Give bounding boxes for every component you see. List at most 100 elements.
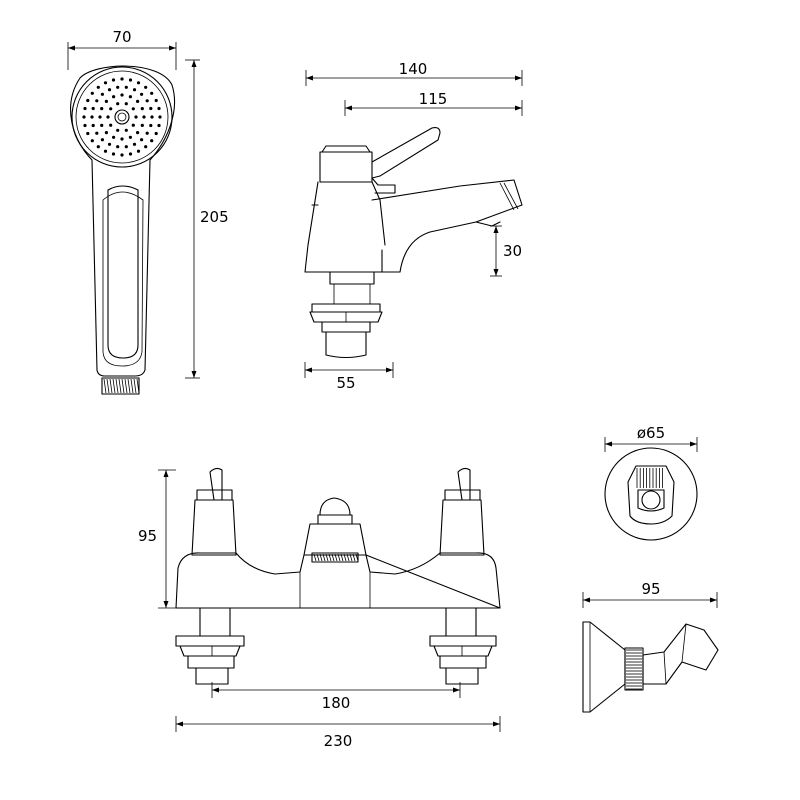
mesh-line <box>322 553 326 562</box>
nozzle-dot <box>145 131 149 135</box>
nozzle-dot <box>136 81 141 85</box>
nozzle-dot <box>144 145 148 149</box>
mesh-line <box>343 553 347 562</box>
dim-bracket-diameter: ø65 <box>637 424 665 442</box>
nozzle-dot <box>131 107 135 111</box>
dim-mixer-width: 230 <box>324 732 353 750</box>
nozzle-dot <box>116 85 120 89</box>
nozzle-dot <box>150 91 154 95</box>
nozzle-dot <box>132 88 137 92</box>
nozzle-dot <box>82 115 86 119</box>
wall-bracket-front: ø65 <box>604 424 698 541</box>
dim-tap-spout-height: 30 <box>503 242 522 260</box>
aerator-mesh <box>313 553 359 562</box>
nozzle-dot <box>86 98 90 103</box>
nozzle-dot <box>128 152 133 156</box>
thread-line <box>112 378 116 394</box>
nozzle-dot <box>111 152 116 156</box>
thread-line <box>118 378 122 394</box>
nozzle-dot <box>131 123 135 127</box>
mesh-line <box>328 553 332 562</box>
nozzle-dot <box>100 107 104 111</box>
nozzle-dot <box>136 149 141 153</box>
dim-mixer-centres: 180 <box>322 694 351 712</box>
thread-line <box>133 378 137 394</box>
nozzle-dot <box>111 78 116 82</box>
nozzle-dot <box>90 115 94 119</box>
thread-line <box>130 378 134 394</box>
nozzle-dot <box>158 115 162 119</box>
nozzle-dot <box>103 81 108 85</box>
nozzle-dot <box>150 115 154 119</box>
mesh-line <box>352 553 356 562</box>
bath-mixer: 95 180 230 <box>138 467 501 750</box>
dim-tap-base-width: 55 <box>336 374 355 392</box>
thread-line <box>127 378 131 394</box>
nozzle-dot <box>96 85 100 89</box>
nozzle-dot <box>120 93 124 97</box>
mesh-line <box>340 553 344 562</box>
nozzle-dot <box>91 123 95 128</box>
nozzle-dot <box>116 145 120 149</box>
nozzle-dot <box>83 123 87 128</box>
nozzle-dot <box>120 137 124 141</box>
nozzle-dot <box>95 99 99 103</box>
thread-line <box>121 378 125 394</box>
nozzle-dot <box>90 139 94 143</box>
nozzle-dot <box>104 131 108 135</box>
nozzle-dot <box>91 106 95 111</box>
nozzle-dot <box>149 106 153 111</box>
nozzle-dot <box>150 139 154 143</box>
mesh-line <box>337 553 341 562</box>
nozzle-dot <box>157 123 161 128</box>
nozzle-dot <box>140 107 144 111</box>
mesh-line <box>319 553 323 562</box>
thread-line <box>124 378 128 394</box>
spray-nozzles <box>82 77 162 157</box>
nozzle-dot <box>90 91 94 95</box>
nozzle-dot <box>132 142 137 146</box>
nozzle-dot <box>98 115 102 119</box>
nozzle-dot <box>95 131 99 135</box>
nozzle-dot <box>107 88 112 92</box>
mesh-line <box>346 553 350 562</box>
mesh-line <box>331 553 335 562</box>
nozzle-dot <box>140 138 144 142</box>
nozzle-dot <box>124 102 128 106</box>
nozzle-dot <box>109 123 113 127</box>
thread-line <box>103 378 107 394</box>
nozzle-dot <box>106 115 110 119</box>
nozzle-dot <box>100 138 104 142</box>
nozzle-dot <box>145 99 149 103</box>
nozzle-dot <box>134 115 138 119</box>
dim-mixer-height: 95 <box>138 527 157 545</box>
mesh-line <box>325 553 329 562</box>
nozzle-dot <box>100 92 104 96</box>
mesh-line <box>349 553 353 562</box>
nozzle-dot <box>107 142 112 146</box>
handset-thread <box>103 378 140 394</box>
shower-handset: 70 205 <box>67 28 229 395</box>
mesh-line <box>355 553 359 562</box>
nozzle-dot <box>112 95 116 99</box>
nozzle-dot <box>136 131 140 135</box>
single-tap: 140 115 30 55 <box>304 60 523 392</box>
wall-bracket-side: 95 <box>582 580 719 713</box>
nozzle-dot <box>144 85 148 89</box>
nozzle-dot <box>124 85 128 89</box>
dim-handset-width: 70 <box>112 28 131 46</box>
mesh-line <box>313 553 317 562</box>
mesh-line <box>334 553 338 562</box>
nozzle-dot <box>116 102 120 106</box>
nozzle-dot <box>112 135 116 139</box>
mesh-line <box>316 553 320 562</box>
thread-line <box>106 378 110 394</box>
nozzle-dot <box>109 107 113 111</box>
nozzle-dot <box>136 99 140 103</box>
nozzle-dot <box>124 128 128 132</box>
nozzle-dot <box>100 123 104 127</box>
nozzle-dot <box>96 145 100 149</box>
nozzle-dot <box>140 123 144 127</box>
thread-line <box>115 378 119 394</box>
thread-line <box>136 378 140 394</box>
